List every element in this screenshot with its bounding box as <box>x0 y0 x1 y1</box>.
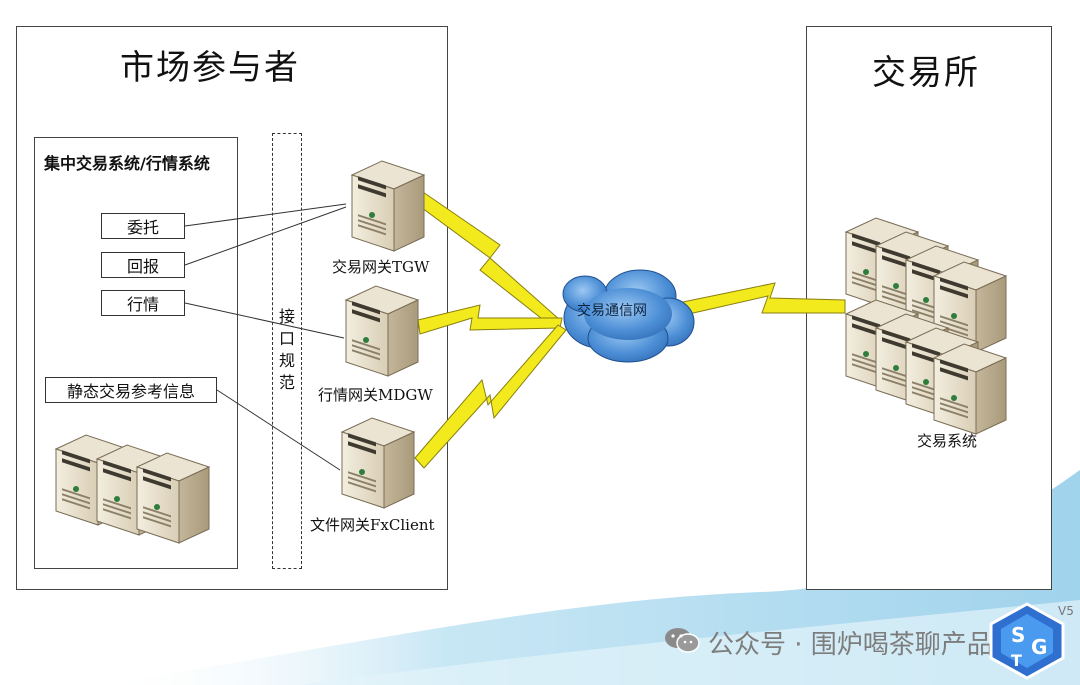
interface-spec-char-3: 规 <box>278 351 295 370</box>
link-report-to-tgw <box>184 206 347 266</box>
box-report: 回报 <box>101 252 185 278</box>
lightning-network-to-exchange <box>677 282 846 317</box>
gateway-label-tgw: 交易网关TGW <box>332 258 430 276</box>
server-icon <box>344 285 420 377</box>
brand-logo-icon: S G T <box>989 602 1065 680</box>
server-icon <box>350 160 426 252</box>
network-label: 交易通信网 <box>577 303 647 319</box>
link-market-to-mdgw <box>184 302 345 339</box>
server-fxclient <box>338 410 418 514</box>
interface-spec-char-2: 口 <box>278 329 295 348</box>
server-exchange-4 <box>930 254 1010 358</box>
network-cloud <box>562 269 695 363</box>
server-icon <box>340 417 416 509</box>
interface-spec-char-4: 范 <box>278 373 295 392</box>
link-static-to-fxclient <box>216 389 341 471</box>
box-order: 委托 <box>101 213 185 239</box>
interface-spec-column <box>272 133 302 569</box>
server-icon <box>135 452 211 544</box>
lightning-fxclient-to-network <box>414 324 567 469</box>
interface-spec-char-1: 接 <box>278 307 295 326</box>
svg-text:T: T <box>1011 651 1022 670</box>
box-static-reference: 静态交易参考信息 <box>45 377 217 403</box>
server-icon <box>932 343 1008 435</box>
server-exchange-8 <box>930 336 1010 440</box>
server-tgw <box>348 153 428 257</box>
svg-text:G: G <box>1031 635 1047 659</box>
gateway-label-mdgw: 行情网关MDGW <box>318 386 433 404</box>
watermark-badge: V5 <box>1058 604 1074 618</box>
exchange-title: 交易所 <box>872 53 980 93</box>
box-market-data: 行情 <box>101 290 185 316</box>
wechat-icon <box>665 628 700 653</box>
participants-title: 市场参与者 <box>120 48 300 88</box>
lightning-tgw-to-network <box>417 189 562 323</box>
link-order-to-tgw <box>184 203 347 227</box>
server-mdgw <box>342 278 422 382</box>
gateway-label-fxclient: 文件网关FxClient <box>310 516 435 534</box>
server-icon <box>932 261 1008 353</box>
watermark-text: 公众号 · 围炉喝茶聊产品 <box>708 630 993 660</box>
trading-system-title: 集中交易系统/行情系统 <box>44 154 210 173</box>
svg-text:S: S <box>1011 623 1025 647</box>
exchange-system-label: 交易系统 <box>917 432 978 450</box>
server-local-3 <box>133 445 213 549</box>
